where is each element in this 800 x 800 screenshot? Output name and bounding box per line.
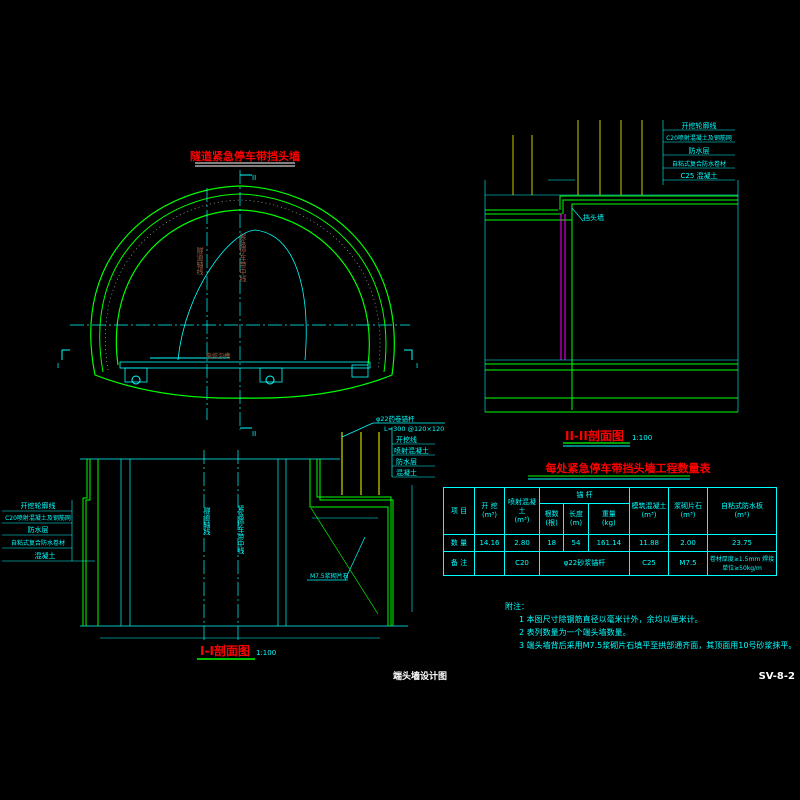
- section-I-axis-label: 隧道轴线: [203, 506, 211, 535]
- notes-heading: 附注：: [505, 602, 529, 611]
- main-title: 隧道紧急停车带挡头墙: [190, 149, 300, 163]
- cell: 2.00: [668, 534, 708, 552]
- bolt-callout-item: 开挖线: [396, 435, 417, 444]
- cell: 23.75: [707, 534, 777, 552]
- bolt-spacing: L=300 @120×120: [384, 425, 444, 433]
- masonry-label: M7.5浆砌片石: [310, 572, 349, 580]
- right-legend-item: 防水层: [689, 146, 710, 155]
- cell: C20: [504, 551, 540, 576]
- note-item: 2 表列数量为一个端头墙数量。: [519, 628, 631, 637]
- left-legend-item: 自粘式复合防水卷材: [11, 539, 65, 547]
- header-item: 项 目: [443, 487, 475, 535]
- bolt-callout-item: 混凝土: [396, 468, 417, 477]
- section-mark-top: II: [252, 174, 256, 182]
- header-bolt-length: 长度(m): [563, 503, 589, 535]
- cell: 161.14: [587, 534, 631, 552]
- quantity-table: 项 目 开 挖(m³) 喷射混凝土(m³) 锚 杆 模筑混凝土(m³) 浆砌片石…: [443, 487, 777, 576]
- section-mark-left: I: [57, 362, 59, 370]
- section-I-scale: 1:100: [256, 649, 276, 657]
- tunnel-section: [61, 170, 413, 430]
- section-mark-bottom: II: [252, 430, 256, 438]
- left-legend-item: 开挖轮廓线: [21, 501, 56, 510]
- left-legend-item: 混凝土: [35, 551, 56, 560]
- section-II-drawing: [484, 120, 739, 413]
- tunnel-axis-label: 隧道轴线: [196, 246, 204, 275]
- cell: 18: [538, 534, 565, 552]
- bolt-callout-item: 防水层: [396, 457, 417, 466]
- drawing-number: SV-8-2: [759, 671, 795, 682]
- row-label: 备 注: [443, 551, 475, 576]
- right-legend-item: 自粘式复合防水卷材: [672, 160, 726, 168]
- notes: 附注： 1 本图尺寸除钢筋直径以毫米计外，余均以厘米计。 2 表列数量为一个端头…: [505, 600, 796, 652]
- cell: 卷材厚度≥1.5mm 焊接单位≥50kg/m: [707, 551, 777, 576]
- note-item: 3 端头墙背后采用M7.5浆砌片石填平至拱部通齐面，其顶面用10号砂浆抹平。: [519, 641, 797, 650]
- row-label: 数 量: [443, 534, 475, 552]
- right-legend-item: C25 混凝土: [680, 171, 717, 180]
- section-I-title: I-I剖面图: [200, 643, 250, 658]
- cell: 14.16: [474, 534, 505, 552]
- bay-center-label: 紧急停车带中线: [239, 232, 247, 282]
- header-excavation: 开 挖(m³): [474, 487, 505, 535]
- section-II-scale: 1:100: [632, 434, 652, 442]
- header-concrete: 模筑混凝土(m³): [629, 487, 669, 535]
- section-II-title: II-II剖面图: [565, 428, 624, 443]
- cable-trench-label: 电缆沟槽: [206, 352, 230, 360]
- header-masonry: 浆砌片石(m³): [668, 487, 708, 535]
- bolt-callout-item: 喷射混凝土: [394, 446, 429, 455]
- right-legend: 开挖轮廓线 C20喷射混凝土及钢筋网 防水层 自粘式复合防水卷材 C25 混凝土: [666, 121, 732, 180]
- quantity-row: 数 量 14.16 2.80 18 54 161.14 11.88 2.00 2…: [443, 534, 777, 552]
- cell: 2.80: [504, 534, 540, 552]
- left-legend-item: 防水层: [28, 525, 49, 534]
- section-mark-right: I: [416, 362, 418, 370]
- bolt-spec: φ22药卷锚杆: [376, 414, 415, 423]
- left-legend: 开挖轮廓线 C20喷射混凝土及钢筋网 防水层 自粘式复合防水卷材 混凝土: [5, 501, 71, 560]
- cell: M7.5: [668, 551, 708, 576]
- drawing-title: 端头墙设计图: [393, 670, 447, 682]
- header-bolt-weight: 重量(kg): [587, 503, 631, 535]
- right-legend-item: C20喷射混凝土及钢筋网: [666, 134, 732, 142]
- header-membrane: 自粘式防水板(m²): [707, 487, 777, 535]
- left-legend-item: C20喷射混凝土及钢筋网: [5, 514, 71, 522]
- section-I-bay-center-label: 紧急停车带中线: [237, 504, 245, 554]
- header-bolt: 锚 杆: [539, 487, 630, 504]
- cell: 11.88: [629, 534, 669, 552]
- right-legend-item: 开挖轮廓线: [682, 121, 717, 130]
- table-title: 每处紧急停车带挡头墙工程数量表: [546, 461, 712, 475]
- cell: φ22砂浆锚杆: [539, 551, 630, 576]
- note-item: 1 本图尺寸除钢筋直径以毫米计外，余均以厘米计。: [519, 615, 703, 624]
- cell: [474, 551, 505, 576]
- cell: C25: [629, 551, 669, 576]
- cell: 54: [563, 534, 589, 552]
- end-wall-label: 挡头墙: [583, 213, 604, 222]
- bolt-callout: φ22药卷锚杆 L=300 @120×120 开挖线 喷射混凝土 防水层 混凝土: [376, 414, 444, 477]
- header-shotcrete: 喷射混凝土(m³): [504, 487, 540, 535]
- header-bolt-count: 根数(根): [538, 503, 565, 535]
- section-I-drawing: [2, 422, 445, 640]
- remark-row: 备 注 C20 φ22砂浆锚杆 C25 M7.5 卷材厚度≥1.5mm 焊接单位…: [443, 551, 777, 576]
